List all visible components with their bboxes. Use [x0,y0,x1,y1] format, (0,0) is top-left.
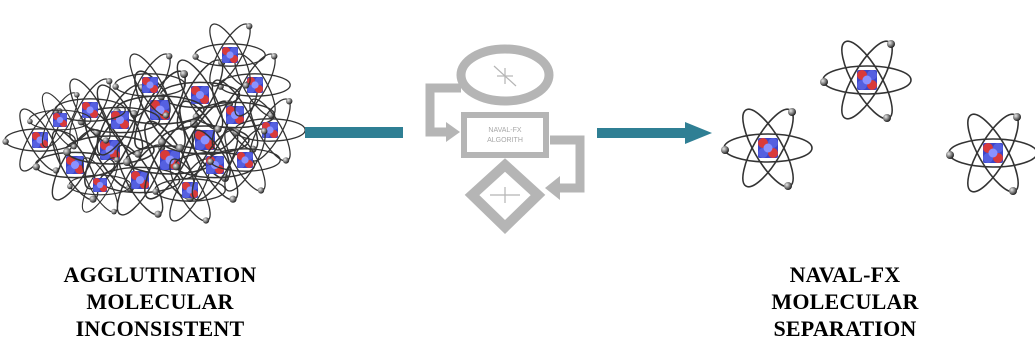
agglutination-caption-line2: MOLECULAR [86,289,234,314]
flowchart-box-label-line1: NAVAL-FX [488,127,522,134]
flowchart-box-label-line2: ALGORITH [487,137,523,144]
agglutination-caption-line1: AGGLUTINATION [63,262,257,287]
separated-atom-icon-left [720,102,813,194]
agglutinated-atoms-cluster [1,18,306,227]
agglutination-caption: AGGLUTINATION MOLECULAR INCONSISTENT [10,261,310,342]
arrow-right-icon [597,122,712,144]
separated-atom-icon-top [819,34,912,126]
separated-atom-icon-right [945,107,1035,199]
separation-caption-line2: MOLECULAR [771,289,919,314]
separation-caption: NAVAL-FX MOLECULAR SEPARATION [720,261,970,342]
separation-caption-line1: NAVAL-FX [789,262,901,287]
separation-caption-line3: SEPARATION [773,316,917,341]
flowchart-icon [425,44,585,234]
agglutination-caption-line3: INCONSISTENT [75,316,245,341]
left-connector-bar [305,127,403,138]
